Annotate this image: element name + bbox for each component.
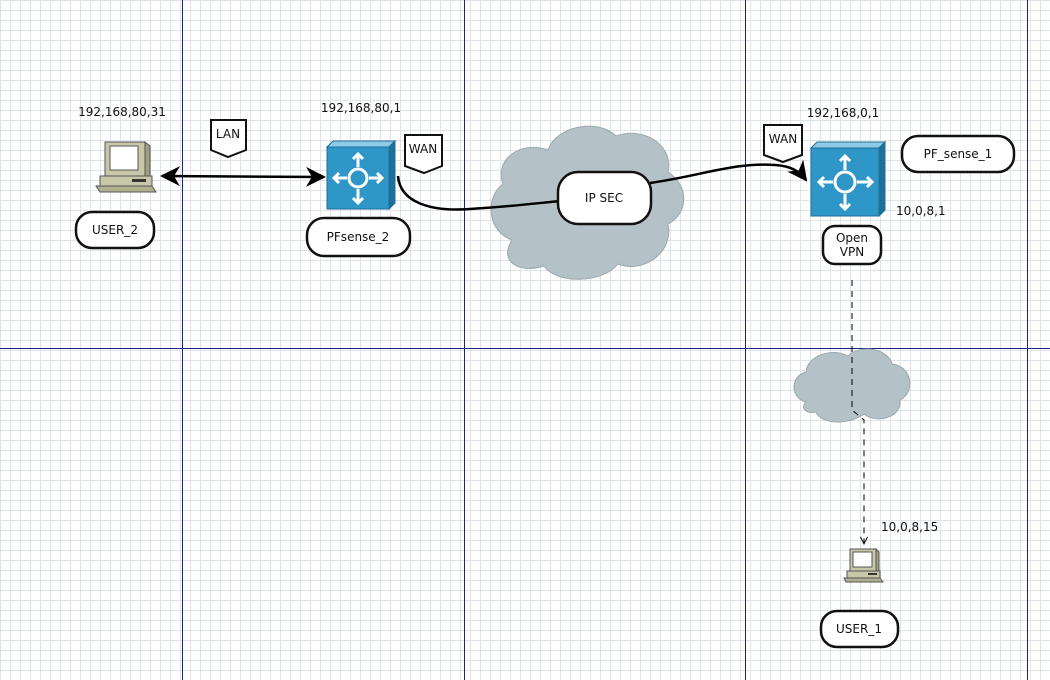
openvpn-tunnel-link[interactable]	[851, 280, 864, 544]
wan-right-label: WAN	[769, 132, 797, 146]
ipsec-label-box[interactable]: IP SEC	[556, 170, 653, 226]
lan-link[interactable]	[160, 166, 326, 187]
lan-tag-label: LAN	[216, 127, 240, 141]
user2-ip: 192,168,80,31	[78, 105, 166, 119]
user1-ip: 10,0,8,15	[881, 520, 938, 534]
ipsec-link-right[interactable]	[649, 159, 808, 185]
pfsense1-label-box[interactable]: PF_sense_1	[900, 134, 1016, 174]
router-icon[interactable]	[325, 139, 397, 211]
user2-label: USER_2	[92, 223, 138, 237]
user2-label-box[interactable]: USER_2	[74, 210, 156, 250]
ipsec-link-left[interactable]	[396, 175, 561, 211]
vpn-cloud-icon[interactable]	[793, 348, 911, 423]
wan-tag-left[interactable]: WAN	[404, 134, 443, 175]
wan-left-label: WAN	[409, 142, 437, 156]
wan-tag-right[interactable]: WAN	[763, 124, 803, 164]
openvpn-line1: Open	[836, 231, 868, 245]
computer-icon[interactable]	[95, 140, 157, 193]
pfsense2-label: PFsense_2	[327, 230, 390, 244]
openvpn-line2: VPN	[840, 245, 864, 259]
openvpn-label-box[interactable]: Open VPN	[821, 224, 883, 266]
pfsense1-ip: 192,168,0,1	[807, 106, 880, 120]
ipsec-label: IP SEC	[585, 191, 623, 205]
computer-icon[interactable]	[843, 547, 884, 583]
router-icon[interactable]	[809, 140, 887, 218]
pfsense1-tun-ip: 10,0,8,1	[896, 204, 946, 218]
user1-label-box[interactable]: USER_1	[819, 609, 900, 649]
user1-label: USER_1	[836, 622, 882, 636]
pfsense2-label-box[interactable]: PFsense_2	[305, 216, 412, 258]
pfsense2-ip: 192,168,80,1	[321, 101, 401, 115]
pfsense1-label: PF_sense_1	[924, 147, 993, 161]
lan-tag[interactable]: LAN	[210, 119, 247, 159]
